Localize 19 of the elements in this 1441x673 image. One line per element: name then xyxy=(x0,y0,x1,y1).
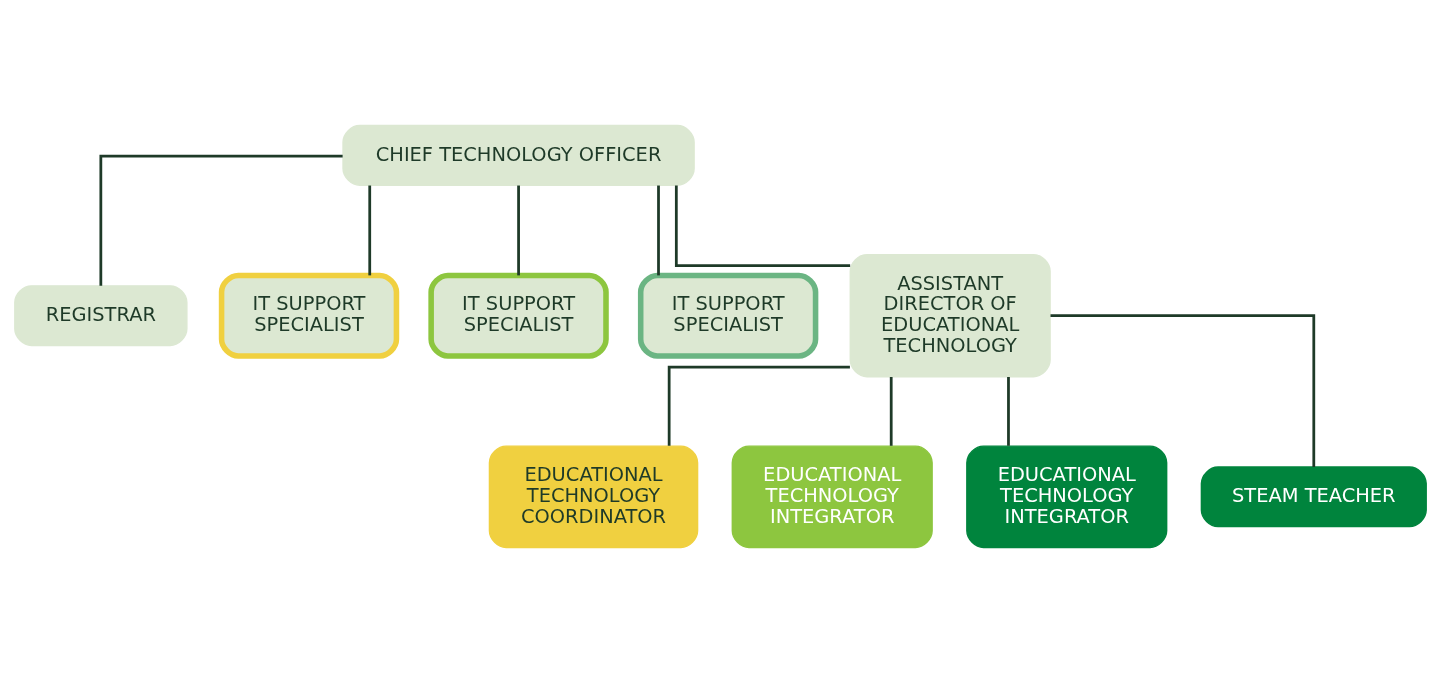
connector xyxy=(674,185,851,268)
node-box: EDUCATIONAL TECHNOLOGY COORDINATOR xyxy=(488,445,699,549)
node-box: EDUCATIONAL TECHNOLOGY INTEGRATOR xyxy=(731,445,933,549)
node-box: CHIEF TECHNOLOGY OFFICER xyxy=(342,124,695,186)
connector xyxy=(889,377,893,446)
connector xyxy=(1050,314,1316,467)
connector xyxy=(517,185,520,276)
connector xyxy=(1007,377,1010,446)
node-box: REGISTRAR xyxy=(14,285,188,347)
connector xyxy=(667,365,850,446)
connector xyxy=(657,185,660,276)
node-box: IT SUPPORT SPECIALIST xyxy=(428,272,609,359)
node-box: EDUCATIONAL TECHNOLOGY INTEGRATOR xyxy=(966,445,1168,549)
connector xyxy=(99,154,343,286)
connector xyxy=(368,185,372,276)
node-box: IT SUPPORT SPECIALIST xyxy=(637,272,819,359)
node-box: STEAM TEACHER xyxy=(1200,466,1427,528)
node-box: IT SUPPORT SPECIALIST xyxy=(218,272,400,359)
node-box: ASSISTANT DIRECTOR OF EDUCATIONAL TECHNOLOGY xyxy=(849,253,1051,378)
